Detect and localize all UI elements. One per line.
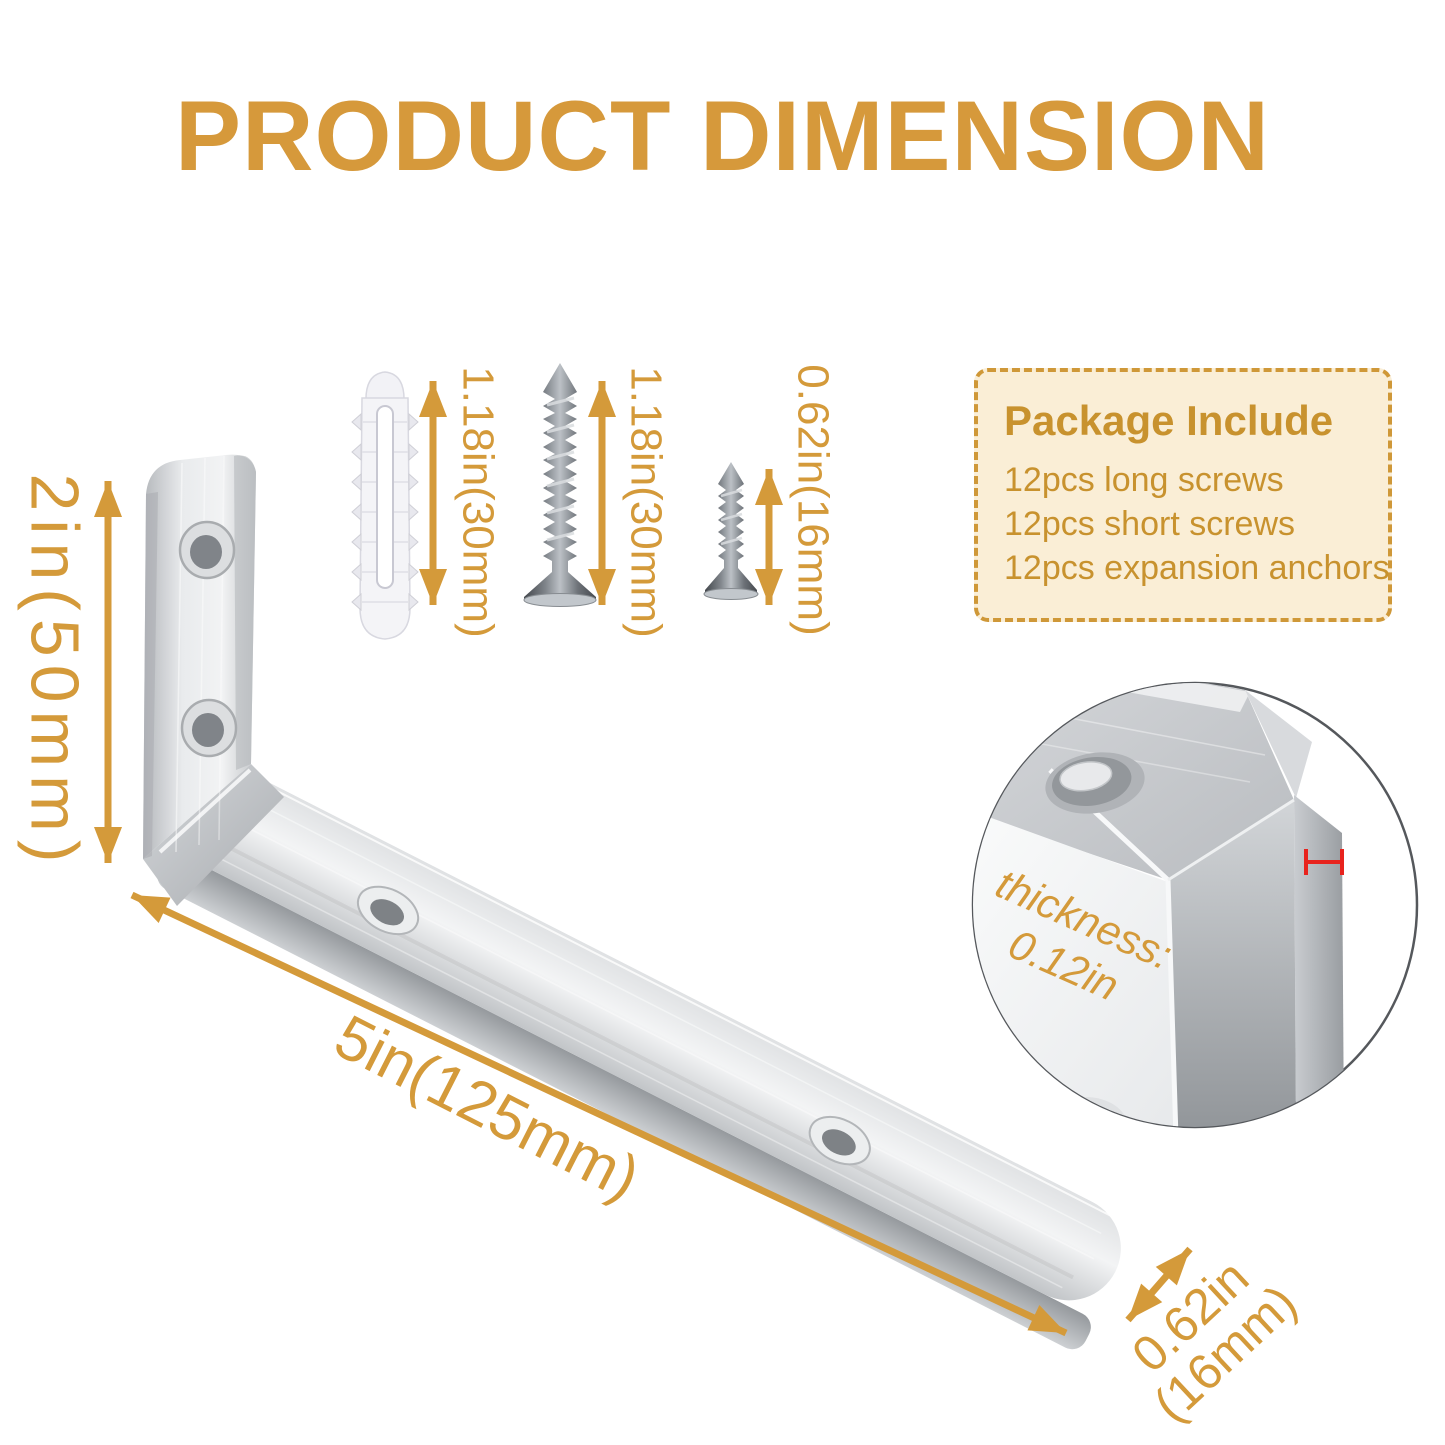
dimension-arrows — [94, 381, 1193, 1337]
long-screw-dimension-label: 1.18in(30mm) — [621, 366, 671, 638]
height-dimension-label: 2in(50mm) — [16, 473, 93, 871]
page-title: PRODUCT DIMENSION — [174, 80, 1271, 191]
plate-hole-1 — [178, 520, 236, 580]
package-item-short-screws: 12pcs short screws — [1004, 505, 1295, 543]
short-screw-icon — [703, 462, 759, 600]
expansion-anchor-icon — [351, 371, 419, 640]
short-screw-dimension-label: 0.62in(16mm) — [788, 364, 838, 636]
detail-hole — [1045, 752, 1145, 814]
width-dimension-arrow — [1125, 1246, 1193, 1323]
package-title: Package Include — [1004, 397, 1334, 444]
thickness-marker — [1304, 849, 1344, 875]
length-dimension-arrow — [130, 891, 1068, 1337]
long-screw-icon — [523, 363, 597, 607]
package-item-expansion-anchors: 12pcs expansion anchors — [1004, 549, 1390, 587]
package-item-long-screws: 12pcs long screws — [1004, 461, 1284, 499]
package-include-box: Package Include 12pcs long screws 12pcs … — [974, 368, 1392, 622]
anchor-dimension-label: 1.18in(30mm) — [453, 366, 503, 638]
plate-hole-2 — [180, 698, 238, 758]
